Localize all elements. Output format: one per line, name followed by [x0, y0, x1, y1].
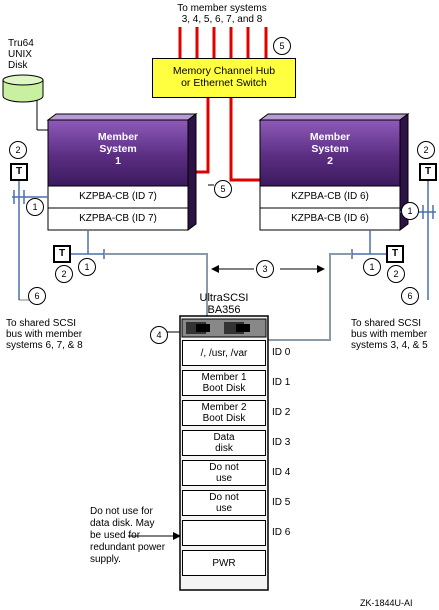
- storage-slot: PWR: [182, 550, 266, 576]
- storage-slot-id: ID 4: [272, 467, 291, 478]
- member-1-adapter-top: KZPBA-CB (ID 7): [79, 191, 157, 202]
- callout-6-left: 6: [28, 287, 46, 305]
- storage-slot-id: ID 2: [272, 407, 291, 418]
- member-system-1-shape: [46, 113, 198, 231]
- disk-icon: [2, 74, 44, 103]
- storage-slot-id: ID 3: [272, 437, 291, 448]
- callout-4: 4: [150, 326, 168, 344]
- storage-slot: /, /usr, /var: [182, 340, 266, 366]
- callout-1-right-top: 1: [401, 202, 419, 220]
- member-2-adapter-bottom: KZPBA-CB (ID 6): [291, 213, 369, 224]
- terminator-top-right: T: [419, 163, 437, 181]
- terminator-bottom-left: T: [53, 245, 71, 263]
- storage-slot-label: PWR: [212, 557, 236, 569]
- callout-2-right: 2: [417, 141, 435, 159]
- network-links: [178, 27, 268, 182]
- storage-slot-id: ID 5: [272, 497, 291, 508]
- storage-slot-id: ID 0: [272, 347, 291, 358]
- callout-5-top: 5: [273, 37, 291, 55]
- storage-slot-id: ID 1: [272, 377, 291, 388]
- callout-6-right: 6: [401, 287, 419, 305]
- storage-slot-label: /, /usr, /var: [200, 347, 248, 359]
- member-2-adapter-top: KZPBA-CB (ID 6): [291, 191, 369, 202]
- callout-1-left-top: 1: [26, 198, 44, 216]
- member-1-adapter-bottom: KZPBA-CB (ID 7): [79, 213, 157, 224]
- callout-5-center: 5: [214, 180, 232, 198]
- callout-3: 3: [256, 260, 274, 278]
- callout-2-left: 2: [9, 141, 27, 159]
- storage-slot-id: ID 6: [272, 527, 291, 538]
- callout-1-left-bottom: 1: [78, 258, 96, 276]
- figure-id: ZK-1844U-AI: [360, 598, 413, 608]
- terminator-bottom-right: T: [386, 245, 404, 263]
- unix-disk: [2, 74, 44, 104]
- callout-1-right-bottom: 1: [363, 258, 381, 276]
- member-system-2-shape: [258, 113, 410, 231]
- storage-slot: [182, 520, 266, 546]
- callout-2-left-bottom: 2: [55, 265, 73, 283]
- terminator-top-left: T: [10, 163, 28, 181]
- callout-2-right-bottom: 2: [387, 265, 405, 283]
